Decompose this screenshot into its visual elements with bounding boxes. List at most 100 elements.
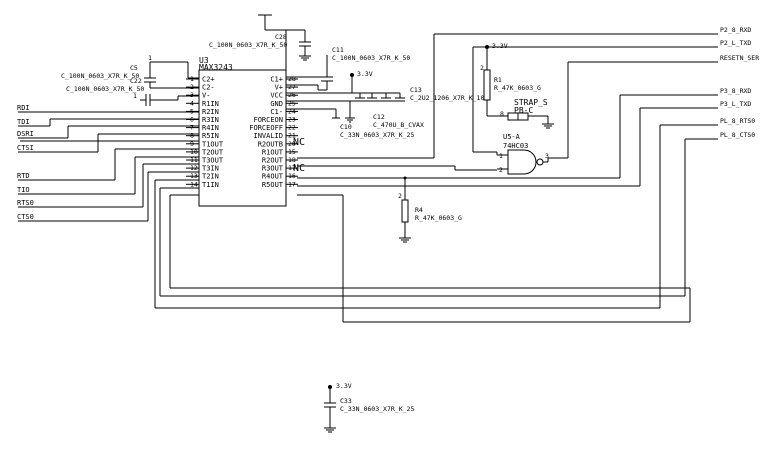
- ic-pin-name: R1OUT: [262, 148, 284, 156]
- svg-text:C_470U_B_CVAX: C_470U_B_CVAX: [373, 121, 424, 129]
- capacitor-c5-c22: 1 C5 C_100N_0603_X7R_K_50 C22 C_100N_060…: [61, 54, 199, 106]
- nand-gate-u5a: U5-A 74HC03 1 2 3: [496, 133, 549, 175]
- ic-pin-name: C1-: [270, 108, 283, 116]
- ic-pin-name: T3OUT: [202, 157, 224, 165]
- svg-text:R_47K_0603_G: R_47K_0603_G: [415, 214, 462, 222]
- ic-pin-name: R2OUTB: [258, 140, 283, 148]
- ic-pin-name: GND: [270, 100, 283, 108]
- ic-left-pins: C2+1C2-2V-3R1IN4R2IN5R3IN6R4IN7R5IN8T1OU…: [186, 75, 224, 189]
- ic-pin-name: R1IN: [202, 100, 219, 108]
- svg-text:C33: C33: [340, 397, 352, 405]
- ic-pin-name: R2IN: [202, 108, 219, 116]
- ic-pin-name: R4OUT: [262, 173, 284, 181]
- net-label: P3_8_RXD: [720, 87, 751, 95]
- svg-text:C28: C28: [275, 33, 287, 41]
- svg-text:STRAP_S: STRAP_S: [514, 98, 548, 107]
- ic-pin-name: T3IN: [202, 165, 219, 173]
- power-33v-top: 3.3V: [350, 70, 373, 93]
- resistor-r1: 3.3V 2 R1 R_47K_0603_G: [480, 42, 541, 117]
- ic-pin-name: FORCEON: [253, 116, 283, 124]
- svg-text:1: 1: [133, 92, 137, 100]
- svg-text:74HC03: 74HC03: [503, 142, 528, 150]
- svg-text:R1: R1: [494, 76, 502, 84]
- net-label: RDI: [17, 104, 30, 112]
- svg-text:C13: C13: [410, 86, 422, 94]
- svg-text:U5-A: U5-A: [503, 133, 521, 141]
- ic-pin-name: C2-: [202, 84, 215, 92]
- svg-text:3: 3: [545, 152, 549, 160]
- svg-text:C_100N_0603_X7R_K_50: C_100N_0603_X7R_K_50: [66, 85, 144, 93]
- ic-ref: U3: [199, 56, 209, 65]
- svg-text:C_33N_0603_X7R_K_25: C_33N_0603_X7R_K_25: [340, 131, 414, 139]
- net-label: RESETN_SER: [720, 54, 759, 62]
- svg-text:C_33N_0603_X7R_K_25: C_33N_0603_X7R_K_25: [340, 405, 414, 413]
- svg-text:1: 1: [499, 152, 503, 160]
- ic-body: [198, 69, 287, 207]
- right-wires: [297, 33, 718, 323]
- net-label: TDI: [17, 118, 30, 126]
- svg-text:C22: C22: [130, 77, 142, 85]
- ic-pin-name: R3IN: [202, 116, 219, 124]
- capacitor-bank: C13 C_2U2_1206_X7R_K_10 C12 C_470U_B_CVA…: [286, 86, 484, 139]
- net-label: P2_L_TXD: [720, 39, 751, 47]
- nc-label-2: NC: [293, 163, 305, 174]
- ic-pin-name: FORCEOFF: [249, 124, 283, 132]
- strap-jumper: STRAP_S PB-C 8: [500, 98, 554, 129]
- net-label: CTSI: [17, 144, 34, 152]
- svg-text:C11: C11: [332, 46, 344, 54]
- svg-text:C12: C12: [373, 113, 385, 121]
- resistor-r4: 2 R4 R_47K_0603_G: [398, 176, 462, 243]
- net-label: P2_8_RXD: [720, 26, 751, 34]
- ic-pin-name: V+: [275, 84, 283, 92]
- capacitor-c33: 3.3V C33 C_33N_0603_X7R_K_25: [324, 382, 414, 433]
- svg-text:3.3V: 3.3V: [357, 70, 373, 78]
- ic-pin-name: R2OUT: [262, 157, 284, 165]
- svg-text:1: 1: [148, 54, 152, 62]
- nc-label-1: NC: [293, 137, 305, 148]
- net-label: DSRI: [17, 130, 34, 138]
- ic-pin-name: T2IN: [202, 173, 219, 181]
- ic-pin-name: R5IN: [202, 132, 219, 140]
- ic-pin-name: R3OUT: [262, 165, 284, 173]
- ic-pin-name: VCC: [270, 92, 283, 100]
- net-label: RTD: [17, 172, 30, 180]
- ic-pin-name: T2OUT: [202, 148, 224, 156]
- ic-pin-name: V-: [202, 92, 210, 100]
- ic-pin-name: T1IN: [202, 181, 219, 189]
- capacitor-c11: C11 C_100N_0603_X7R_K_50: [286, 46, 410, 91]
- ic-pin-name: R4IN: [202, 124, 219, 132]
- svg-text:2: 2: [398, 192, 402, 200]
- svg-text:C_100N_0603_X7R_K_50: C_100N_0603_X7R_K_50: [332, 54, 410, 62]
- svg-text:C5: C5: [130, 64, 138, 72]
- svg-text:C_2U2_1206_X7R_K_10: C_2U2_1206_X7R_K_10: [410, 94, 484, 102]
- svg-text:PB-C: PB-C: [514, 106, 533, 115]
- svg-text:R4: R4: [415, 206, 423, 214]
- svg-text:C10: C10: [340, 123, 352, 131]
- ic-pin-name: C1+: [270, 76, 283, 84]
- net-label: TIO: [17, 186, 30, 194]
- net-label: CTS0: [17, 213, 34, 221]
- ic-part: MAX3243: [199, 63, 233, 72]
- net-label: PL_8_CTS0: [720, 131, 755, 139]
- ic-pin-name: T1OUT: [202, 140, 224, 148]
- svg-text:C_100N_0603_X7R_K_50: C_100N_0603_X7R_K_50: [61, 72, 139, 80]
- svg-text:3.3V: 3.3V: [492, 42, 508, 50]
- svg-text:3.3V: 3.3V: [336, 382, 352, 390]
- capacitor-c28: C28 C_100N_0603_X7R_K_50: [209, 14, 311, 70]
- svg-text:8: 8: [500, 110, 504, 118]
- ic-pin-name: R5OUT: [262, 181, 284, 189]
- svg-text:2: 2: [499, 166, 503, 174]
- net-label: P3_L_TXD: [720, 100, 751, 108]
- net-label: PL_8_RTS0: [720, 117, 755, 125]
- svg-text:R_47K_0603_G: R_47K_0603_G: [494, 84, 541, 92]
- right-net-labels: P2_8_RXD P2_L_TXD RESETN_SER P3_8_RXD P3_L_T…: [720, 26, 759, 139]
- svg-text:2: 2: [480, 64, 484, 72]
- ic-pin-name: INVALID: [253, 132, 283, 140]
- net-label: RTS0: [17, 199, 34, 207]
- left-wires: [18, 111, 690, 309]
- ic-pin-name: C2+: [202, 76, 215, 84]
